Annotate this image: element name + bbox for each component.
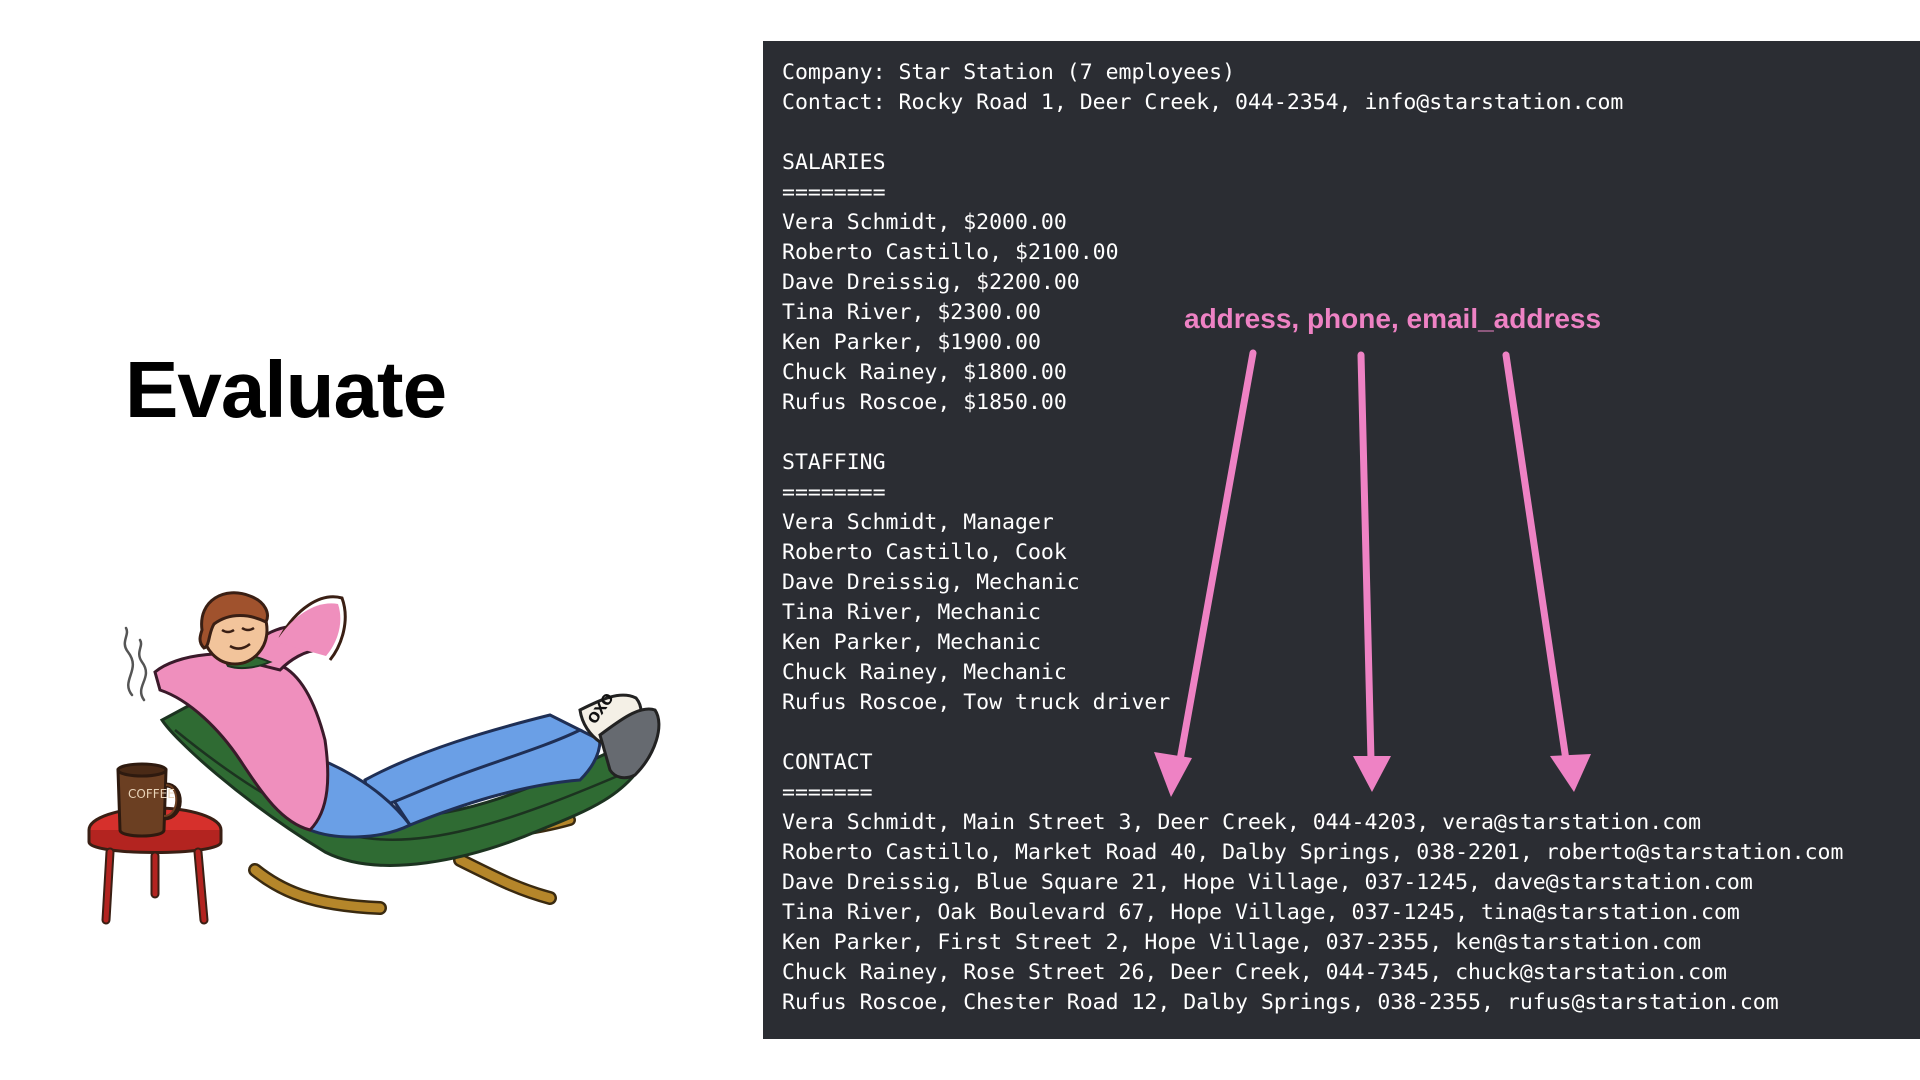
staffing-line: Tina River, Mechanic — [782, 600, 1041, 625]
contact-record-line: Dave Dreissig, Blue Square 21, Hope Vill… — [782, 870, 1753, 895]
contact-record-line: Ken Parker, First Street 2, Hope Village… — [782, 930, 1702, 955]
section-heading-contact: CONTACT — [782, 750, 873, 775]
staffing-line: Dave Dreissig, Mechanic — [782, 570, 1080, 595]
relaxing-person-illustration: COFFEE OXO — [87, 591, 661, 925]
person: OXO — [153, 591, 661, 839]
contact-record-line: Roberto Castillo, Market Road 40, Dalby … — [782, 840, 1844, 865]
salary-line: Ken Parker, $1900.00 — [782, 330, 1041, 355]
mug-label: COFFEE — [128, 787, 175, 801]
staffing-line: Chuck Rainey, Mechanic — [782, 660, 1067, 685]
salary-line: Tina River, $2300.00 — [782, 300, 1041, 325]
contact-line: Contact: Rocky Road 1, Deer Creek, 044-2… — [782, 90, 1624, 115]
contact-record-line: Vera Schmidt, Main Street 3, Deer Creek,… — [782, 810, 1702, 835]
staffing-line: Vera Schmidt, Manager — [782, 510, 1054, 535]
contact-record-line: Rufus Roscoe, Chester Road 12, Dalby Spr… — [782, 990, 1779, 1015]
slide-title: Evaluate — [125, 345, 447, 434]
section-heading-staffing: STAFFING — [782, 450, 886, 475]
callout-label: address, phone, email_address — [1184, 303, 1602, 334]
contact-record-line: Chuck Rainey, Rose Street 26, Deer Creek… — [782, 960, 1727, 985]
staffing-line: Roberto Castillo, Cook — [782, 540, 1067, 565]
coffee-steam-icon — [123, 626, 148, 702]
terminal-window: Company: Star Station (7 employees) Cont… — [763, 41, 1920, 1039]
salary-line: Dave Dreissig, $2200.00 — [782, 270, 1080, 295]
contact-record-line: Tina River, Oak Boulevard 67, Hope Villa… — [782, 900, 1740, 925]
section-underline: ======== — [782, 180, 886, 205]
salary-line: Chuck Rainey, $1800.00 — [782, 360, 1067, 385]
section-underline: ======== — [782, 480, 886, 505]
section-heading-salaries: SALARIES — [782, 150, 886, 175]
staffing-line: Rufus Roscoe, Tow truck driver — [782, 690, 1171, 715]
section-underline: ======= — [782, 780, 873, 805]
salary-line: Vera Schmidt, $2000.00 — [782, 210, 1067, 235]
coffee-mug-icon: COFFEE — [116, 762, 182, 838]
salary-line: Roberto Castillo, $2100.00 — [782, 240, 1119, 265]
staffing-line: Ken Parker, Mechanic — [782, 630, 1041, 655]
company-line: Company: Star Station (7 employees) — [782, 60, 1236, 85]
salary-line: Rufus Roscoe, $1850.00 — [782, 390, 1067, 415]
